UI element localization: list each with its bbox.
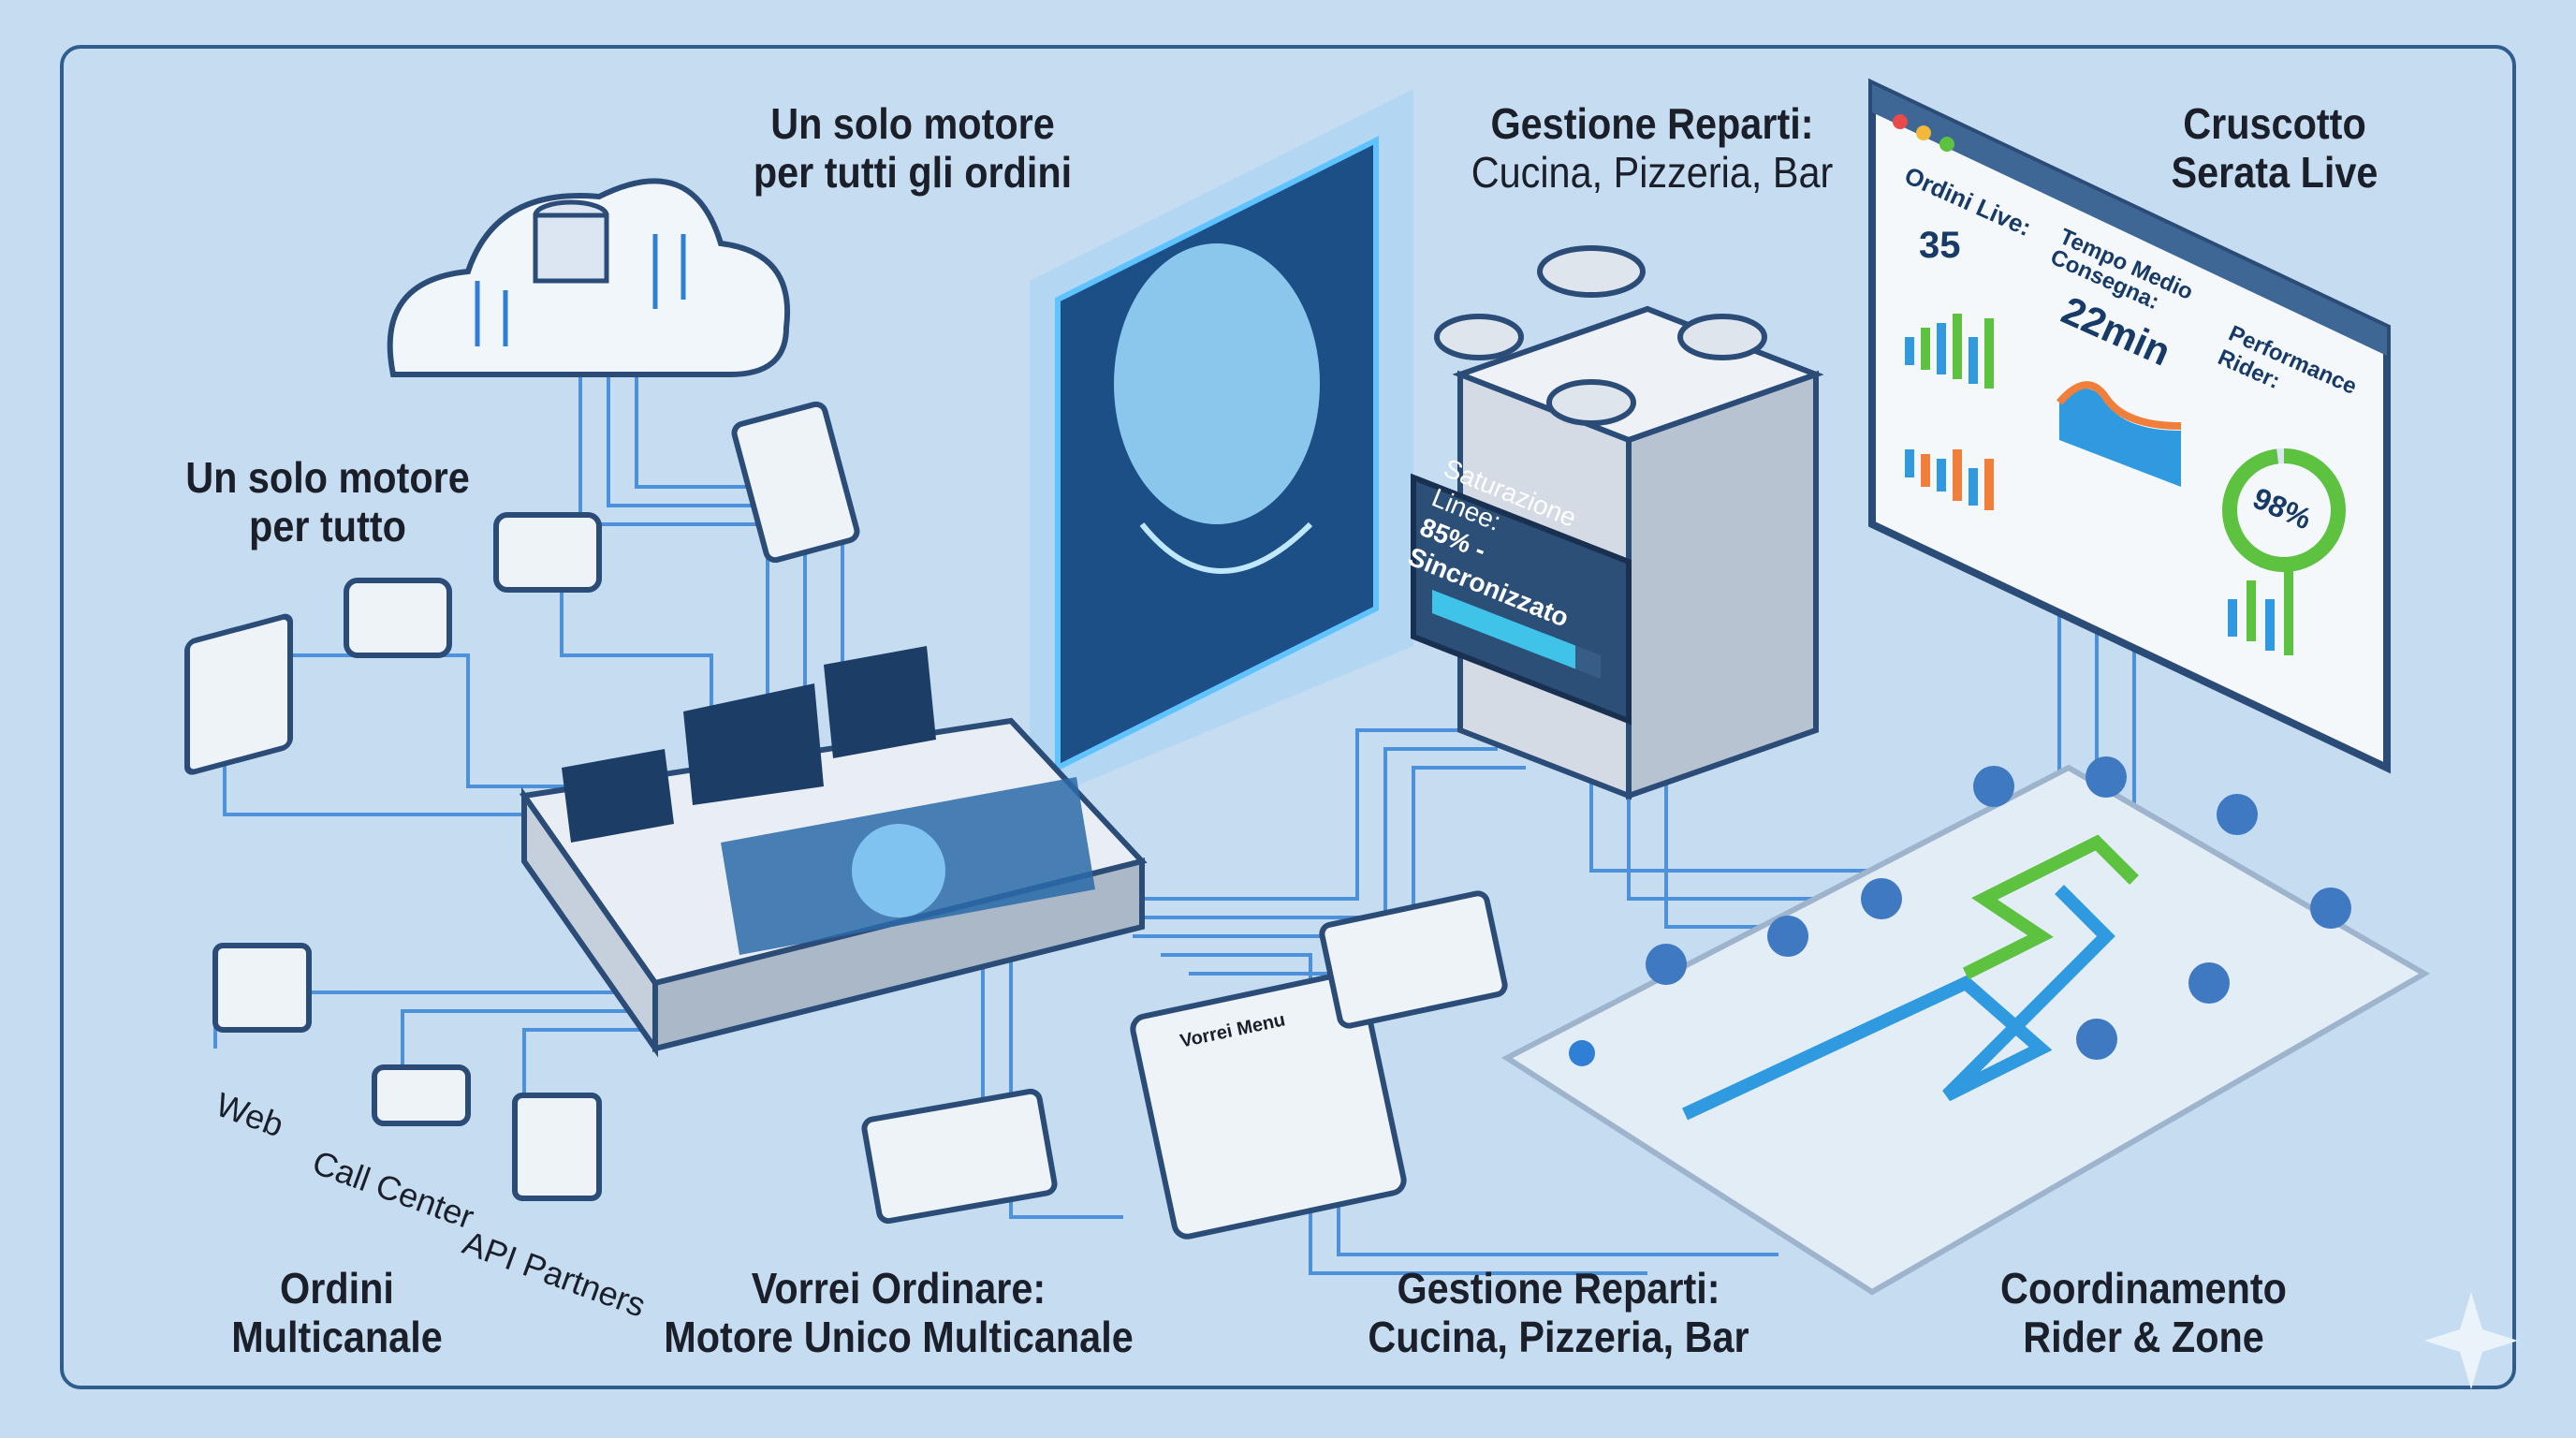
route-blue <box>1682 885 2115 1121</box>
route-green <box>1962 834 2139 980</box>
label-motore-unico: Vorrei Ordinare:Motore Unico Multicanale <box>664 1264 1134 1361</box>
outer-frame <box>60 45 2516 1389</box>
orders-bar-chart-2 <box>1905 449 1994 510</box>
dashboard-window <box>1868 78 2391 774</box>
ai-hologram-panel <box>1030 89 1413 805</box>
rider-bar-chart <box>2228 571 2293 655</box>
map-pin-icon <box>1569 1040 1595 1066</box>
orders-live-value: 35 <box>1919 225 1961 266</box>
ordering-terminal <box>519 646 1148 1058</box>
orders-bar-chart <box>1905 314 1994 389</box>
cloud-database-icon <box>387 178 791 377</box>
saturation-progress-bar <box>1432 590 1575 669</box>
rider-performance-donut <box>2222 448 2346 572</box>
delivery-map <box>1501 764 2430 1296</box>
sparkle-icon <box>2424 1292 2518 1389</box>
ai-face-icon <box>1114 243 1320 524</box>
label-reparti-bottom: Gestione Reparti:Cucina, Pizzeria, Bar <box>1368 1264 1749 1361</box>
devices <box>184 401 1508 1240</box>
label-reparti-top: Gestione Reparti:Cucina, Pizzeria, Bar <box>1471 99 1834 197</box>
delivery-area-chart <box>2059 389 2181 487</box>
riders <box>1646 756 2351 1060</box>
saturation-panel <box>1411 473 1632 726</box>
